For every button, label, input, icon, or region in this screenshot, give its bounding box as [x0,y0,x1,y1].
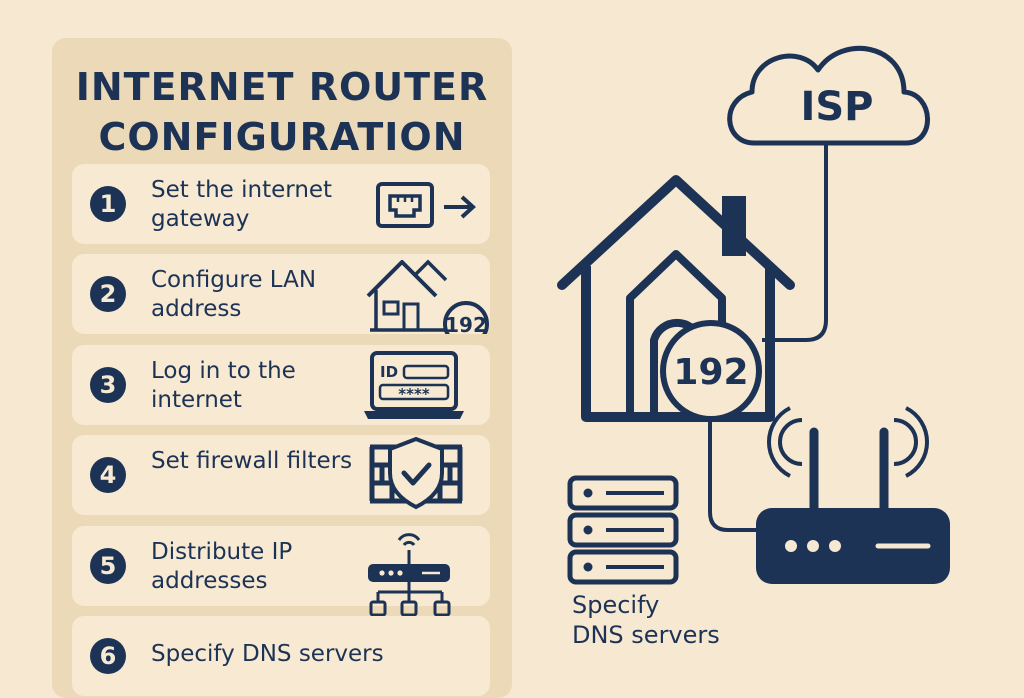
step-1-number: 1 [90,186,126,222]
laptop-login-icon: ID **** [364,351,464,419]
ethernet-port-arrow-icon [376,182,476,228]
step-6-number: 6 [90,638,126,674]
step-1-label: Set the internet gateway [151,177,333,232]
step-6-label: Specify DNS servers [151,641,384,667]
login-id-text: ID [380,363,398,381]
lan-badge-text: 192 [445,313,487,334]
step-5-label: Distribute IP addresses [151,539,293,594]
step-3-number: 3 [90,367,126,403]
step-6-card: 6 Specify DNS servers [72,616,490,696]
house-192-icon: 192 [366,259,489,334]
dns-label-line-1: Specify [572,591,660,619]
firewall-shield-icon [369,436,463,510]
title-line-1: INTERNET ROUTER [75,65,489,109]
step-2-card: 2 Configure LAN address 192 [72,254,490,334]
step-5-card: 5 Distribute IP addresses [72,526,490,617]
dns-label-line-2: DNS servers [572,621,720,649]
dns-label: Specify DNS servers [572,590,720,650]
step-4-label: Set firewall filters [151,448,353,474]
page-title: INTERNET ROUTER CONFIGURATION [52,62,512,162]
isp-label: ISP [800,84,874,130]
router-network-icon [368,533,451,617]
dns-server-icon [567,475,679,585]
step-5-number: 5 [90,548,126,584]
step-2-label: Configure LAN address [151,267,317,322]
step-4-number: 4 [90,457,126,493]
title-line-2: CONFIGURATION [98,115,466,159]
lan-ip-label: 192 [673,352,749,393]
cloud-icon [727,45,930,146]
login-password-text: **** [398,385,430,403]
lan-ip-badge [660,320,762,422]
network-diagram [557,45,950,585]
step-4-card: 4 Set firewall filters [72,435,490,515]
router-connector-line [708,410,760,532]
router-icon [756,406,950,584]
step-1-card: 1 Set the internet gateway [72,164,490,244]
step-3-card: 3 Log in to the internet ID **** [72,345,490,425]
step-3-label: Log in to the internet [151,358,296,413]
step-2-number: 2 [90,276,126,312]
isp-connector-line [762,140,828,342]
